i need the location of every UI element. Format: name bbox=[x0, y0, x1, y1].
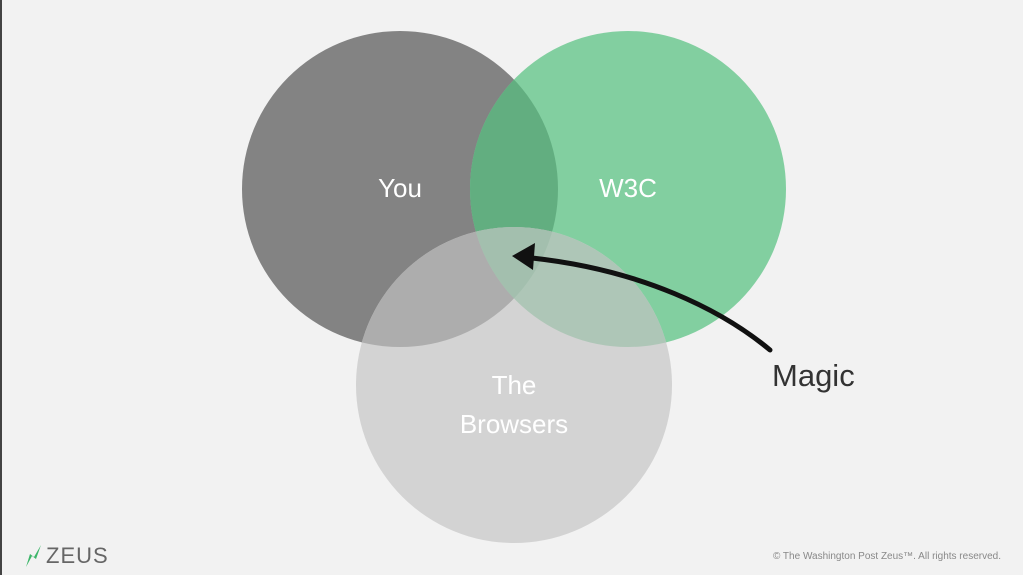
logo-text: ZEUS bbox=[46, 543, 109, 568]
label-browsers: The Browsers bbox=[414, 366, 614, 444]
label-w3c: W3C bbox=[599, 173, 657, 203]
arrow-head-icon bbox=[512, 243, 535, 270]
label-browsers-line1: The bbox=[491, 370, 537, 400]
lightning-bolt-icon bbox=[26, 545, 41, 567]
magic-arrow bbox=[529, 255, 773, 353]
zeus-logo: ZEUS bbox=[24, 543, 109, 569]
copyright: © The Washington Post Zeus™. All rights … bbox=[772, 551, 1001, 562]
label-you: You bbox=[378, 173, 422, 203]
magic-annotation: Magic bbox=[772, 358, 855, 393]
overlap-you-browsers bbox=[356, 227, 558, 347]
overlap-w3c-browsers bbox=[470, 227, 672, 347]
label-browsers-line2: Browsers bbox=[459, 409, 569, 439]
